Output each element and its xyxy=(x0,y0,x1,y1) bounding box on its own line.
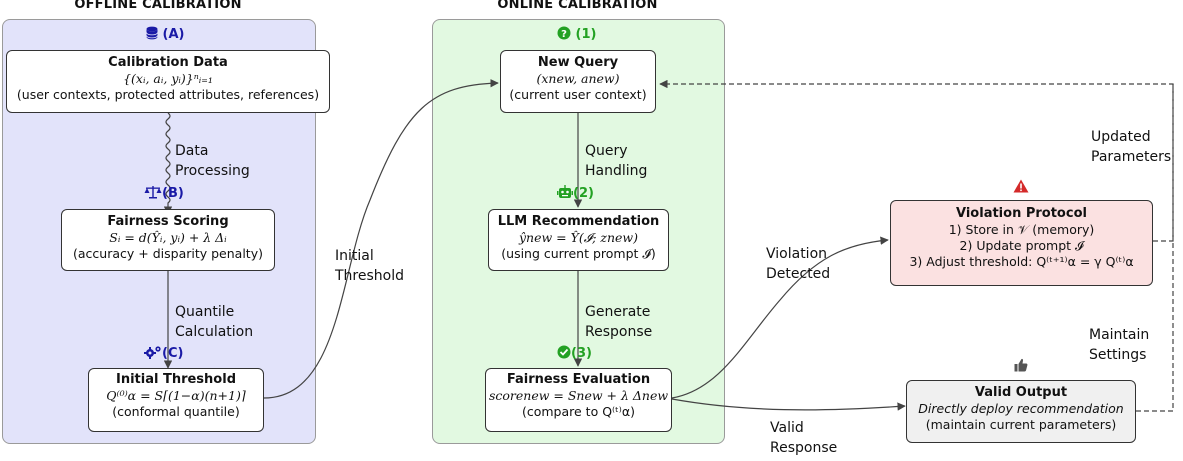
calibration-data-box: Calibration Data {(xᵢ, aᵢ, yᵢ)}ⁿᵢ₌₁ (use… xyxy=(6,50,330,113)
robot-icon xyxy=(557,185,573,198)
fairness-evaluation-formula: scorenew = Snew + λ Δnew xyxy=(488,388,669,403)
step-2-tag: (2) xyxy=(557,185,594,201)
gears-icon xyxy=(144,346,161,359)
violation-step-2: 2) Update prompt 𝓘 xyxy=(959,238,1084,253)
thumbs-up-icon xyxy=(1014,358,1028,372)
violation-detected-arrow xyxy=(671,236,889,399)
fairness-scoring-box: Fairness Scoring Sᵢ = d(Ŷᵢ, yᵢ) + λ Δᵢ (… xyxy=(61,209,275,271)
calibration-data-title: Calibration Data xyxy=(108,55,228,70)
violation-protocol-title: Violation Protocol xyxy=(956,206,1087,221)
database-icon xyxy=(146,26,158,40)
valid-output-line-2: (maintain current parameters) xyxy=(925,417,1117,432)
offline-title: OFFLINE CALIBRATION xyxy=(74,0,242,12)
llm-recommendation-desc: (using current prompt 𝓘) xyxy=(501,246,656,261)
llm-recommendation-box: LLM Recommendation ŷnew = Ŷ(𝓘; znew) (us… xyxy=(488,209,669,271)
initial-threshold-box: Initial Threshold Q⁽⁰⁾α = S⌈(1−α)(n+1)⌉ … xyxy=(88,368,264,432)
calibration-data-desc: (user contexts, protected attributes, re… xyxy=(16,87,320,102)
fairness-evaluation-desc: (compare to Q⁽ᵗ⁾α) xyxy=(521,404,635,419)
svg-text:?: ? xyxy=(561,29,567,40)
warning-icon xyxy=(1013,179,1029,193)
llm-recommendation-formula: ŷnew = Ŷ(𝓘; znew) xyxy=(518,230,638,245)
balance-scale-icon xyxy=(144,186,162,199)
new-query-formula: (xnew, anew) xyxy=(536,71,620,86)
violation-step-3: 3) Adjust threshold: Q⁽ᵗ⁺¹⁾α = γ Q⁽ᵗ⁾α xyxy=(909,254,1134,269)
new-query-title: New Query xyxy=(537,55,619,70)
step-1-tag: ? (1) xyxy=(557,26,596,42)
initial-threshold-arrow xyxy=(263,79,499,399)
initial-threshold-formula: Q⁽⁰⁾α = S⌈(1−α)(n+1)⌉ xyxy=(106,388,246,403)
maintain-settings-arrow xyxy=(1136,84,1174,412)
valid-output-box: Valid Output Directly deploy recommendat… xyxy=(906,380,1136,443)
valid-output-line-1: Directly deploy recommendation xyxy=(918,401,1124,416)
calibration-data-formula: {(xᵢ, aᵢ, yᵢ)}ⁿᵢ₌₁ xyxy=(123,71,213,86)
violation-step-1: 1) Store in 𝒱 (memory) xyxy=(948,222,1095,237)
question-circle-icon: ? xyxy=(557,26,571,40)
new-query-box: New Query (xnew, anew) (current user con… xyxy=(500,50,656,113)
llm-recommendation-title: LLM Recommendation xyxy=(497,214,660,229)
valid-response-arrow xyxy=(671,398,906,411)
fairness-scoring-title: Fairness Scoring xyxy=(107,214,229,229)
valid-output-title: Valid Output xyxy=(974,385,1068,400)
initial-threshold-title: Initial Threshold xyxy=(115,372,236,387)
fairness-scoring-desc: (accuracy + disparity penalty) xyxy=(73,246,263,261)
step-3-tag: (3) xyxy=(557,345,592,361)
new-query-desc: (current user context) xyxy=(509,87,647,102)
initial-threshold-desc: (conformal quantile) xyxy=(112,404,240,419)
updated-parameters-arrow xyxy=(659,79,1174,242)
fairness-evaluation-box: Fairness Evaluation scorenew = Snew + λ … xyxy=(485,368,672,432)
data-processing-arrow xyxy=(163,112,173,215)
fairness-scoring-formula: Sᵢ = d(Ŷᵢ, yᵢ) + λ Δᵢ xyxy=(109,230,227,245)
check-circle-icon xyxy=(557,345,571,359)
step-a-tag: (A) xyxy=(146,26,184,42)
fairness-evaluation-title: Fairness Evaluation xyxy=(506,372,651,387)
violation-protocol-box: Violation Protocol 1) Store in 𝒱 (memory… xyxy=(890,200,1153,286)
step-b-tag: (B) xyxy=(144,185,184,201)
online-title: ONLINE CALIBRATION xyxy=(497,0,658,12)
step-c-tag: (C) xyxy=(144,345,183,361)
